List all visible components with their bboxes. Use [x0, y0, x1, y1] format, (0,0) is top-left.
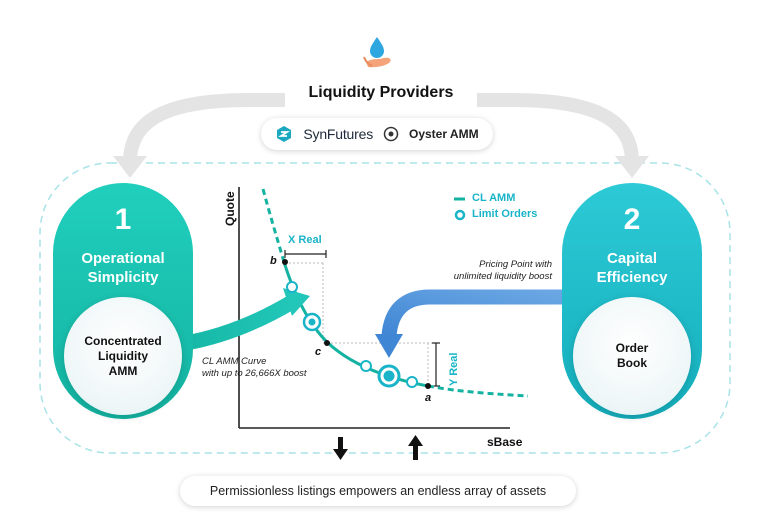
synfutures-logo-icon [275, 125, 293, 143]
dashed-frame [39, 162, 731, 454]
point-c [324, 340, 330, 346]
teal-arrow [184, 295, 296, 351]
up-arrow-icon [408, 435, 423, 460]
oyster-logo-icon [383, 126, 399, 142]
down-arrow-icon [333, 437, 348, 460]
legend-limit-orders: Limit Orders [472, 208, 538, 220]
limit-order-markers [286, 281, 418, 388]
capital-efficiency-panel: 2 Capital Efficiency Order Book [562, 183, 702, 419]
order-book-circle: Order Book [573, 297, 691, 415]
limit-order-point [286, 281, 298, 293]
panel-label-line2: Simplicity [87, 269, 159, 286]
blue-arrow [381, 289, 568, 337]
teal-arrowhead [283, 288, 310, 316]
x-real-label: X Real [288, 234, 322, 246]
point-a-label: a [425, 392, 432, 404]
legend-cl-amm: CL AMM [472, 192, 516, 204]
circle-line: Concentrated [84, 333, 162, 348]
panel-number: 2 [623, 203, 641, 236]
y-axis-label: Quote [223, 191, 237, 226]
point-a [425, 383, 431, 389]
curve-note: CL AMM Curve with up to 26,666X boost [202, 356, 307, 380]
pricing-note-line: Pricing Point with [479, 259, 552, 270]
point-b [282, 259, 288, 265]
footer-text: Permissionless listings empowers an endl… [209, 484, 547, 498]
curve-note-line: with up to 26,666X boost [202, 368, 307, 379]
synfutures-brand: SynFutures [303, 126, 373, 142]
footer-pill: Permissionless listings empowers an endl… [180, 476, 576, 506]
circle-line: Liquidity [98, 348, 148, 363]
cl-amm-curve-dashed-tail [427, 384, 529, 398]
water-drop-hand-icon [363, 37, 391, 68]
panel-label-line1: Operational [81, 250, 165, 267]
pricing-note: Pricing Point with unlimited liquidity b… [430, 259, 552, 283]
brand-pill: SynFutures Oyster AMM [261, 118, 493, 150]
limit-order-point [360, 360, 372, 372]
oyster-brand: Oyster AMM [409, 127, 479, 141]
legend-limit-orders-mark [454, 209, 466, 221]
point-b-label: b [270, 255, 277, 267]
panel-label-line2: Efficiency [596, 269, 668, 286]
circle-line: AMM [108, 363, 138, 378]
page-title: Liquidity Providers [308, 84, 454, 101]
limit-order-point [406, 376, 418, 388]
operational-simplicity-panel: 1 Operational Simplicity Concentrated Li… [53, 183, 193, 419]
blue-arrowhead [375, 334, 403, 358]
gray-arrowhead-right [615, 156, 649, 178]
curve-note-line: CL AMM Curve [202, 356, 267, 367]
circle-line: Order [615, 341, 649, 355]
y-real-label: Y Real [448, 353, 460, 386]
cl-amm-curve-dashed-top [261, 188, 286, 263]
panel-label-line1: Capital [606, 250, 657, 267]
x-axis-label: sBase [487, 435, 523, 449]
point-c-label: c [315, 346, 322, 358]
panel-number: 1 [114, 203, 132, 236]
circle-line: Book [617, 356, 647, 370]
concentrated-liquidity-amm-circle: Concentrated Liquidity AMM [64, 297, 182, 415]
title-backdrop [285, 78, 477, 108]
pricing-note-line: unlimited liquidity boost [453, 271, 552, 282]
gray-arrowhead-left [113, 156, 147, 178]
